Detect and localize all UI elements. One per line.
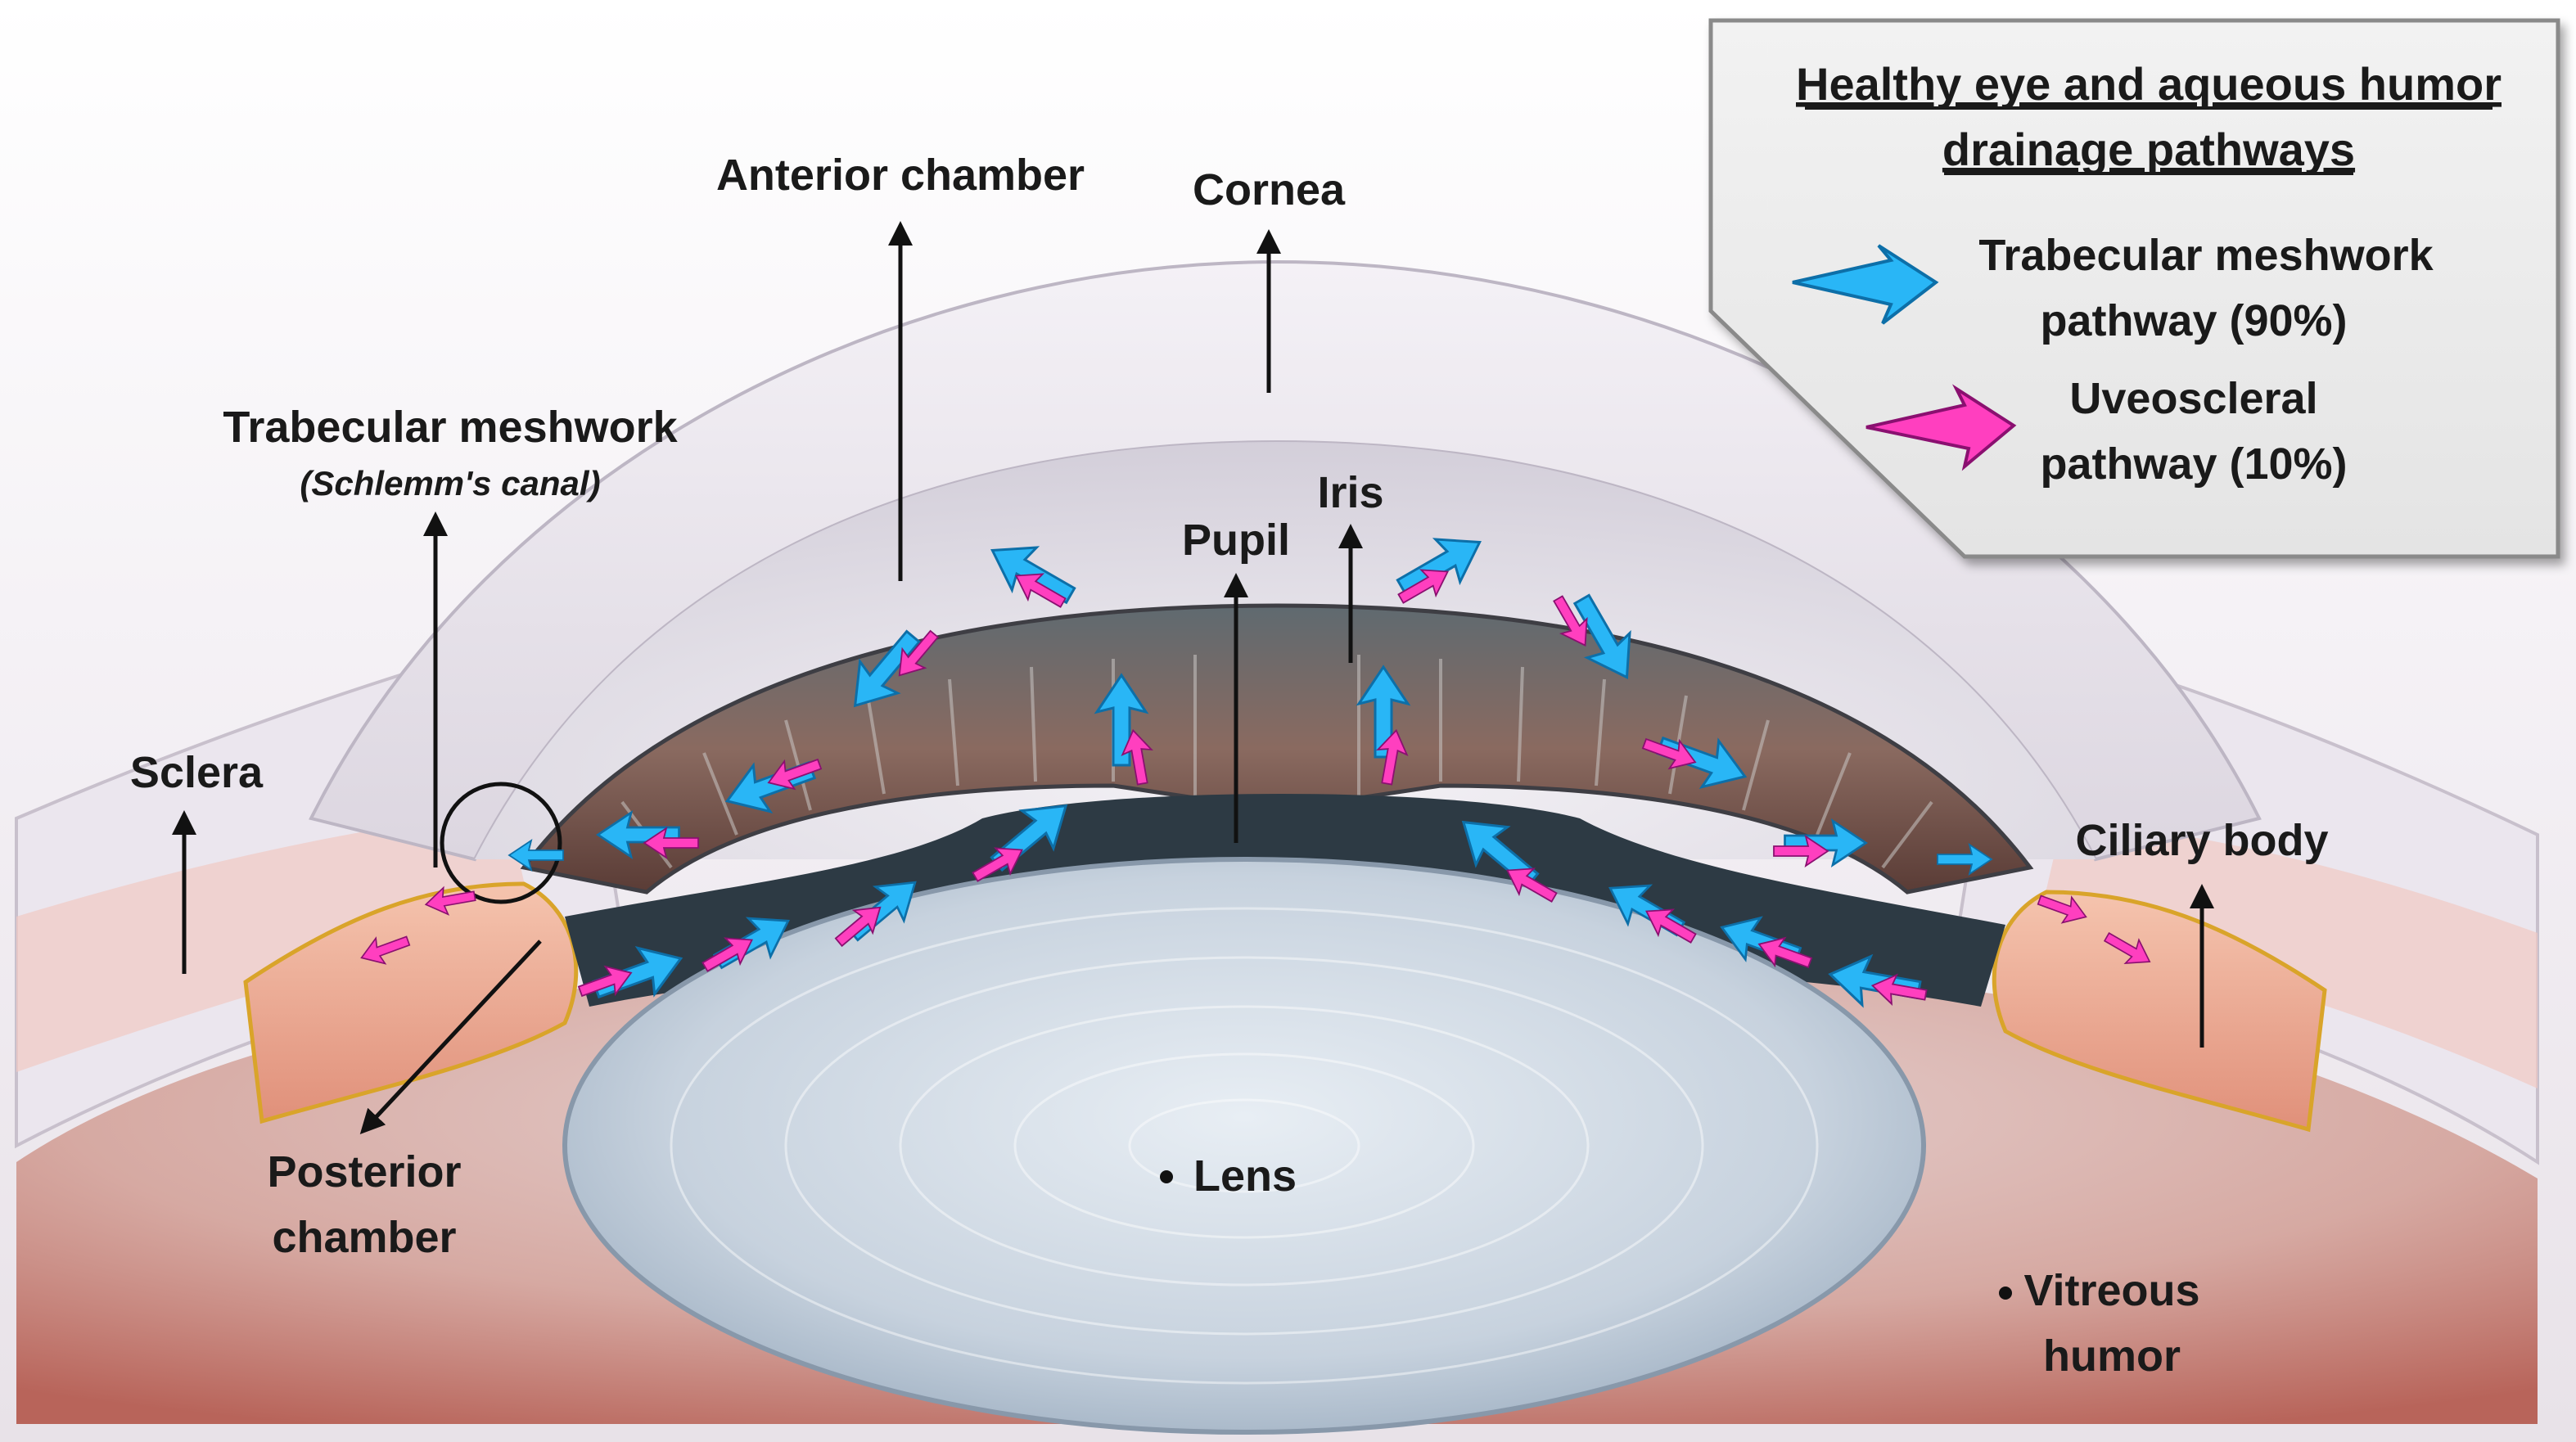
iris-striations — [620, 655, 1933, 869]
label-anterior-chamber: Anterior chamber — [716, 151, 1085, 200]
uveoscleral-flow-arrow — [1870, 973, 1928, 1006]
lens-rings — [670, 907, 1819, 1385]
legend-uveoscleral-line2: pathway (10%) — [2040, 439, 2347, 489]
anatomy-labels: Anterior chamber Cornea Trabecular meshw… — [130, 151, 2329, 1381]
uveoscleral-flow-arrow — [898, 629, 940, 677]
label-ciliary-body: Ciliary body — [2075, 816, 2328, 865]
lens-dot — [1160, 1170, 1173, 1183]
label-schlemms-canal: (Schlemm's canal) — [300, 464, 600, 502]
uveoscleral-flow-arrow — [2037, 894, 2087, 924]
legend-title-line2: drainage pathways — [1942, 124, 2355, 175]
label-vitreous-line1: Vitreous — [2023, 1266, 2199, 1315]
uveoscleral-flow-arrow — [1641, 737, 1697, 770]
pointer-posterior — [359, 940, 542, 1134]
uveoscleral-flow-arrow — [1121, 728, 1153, 786]
sclera-outer-pink-right — [2038, 818, 2538, 1088]
label-posterior-chamber-line1: Posterior — [267, 1147, 461, 1196]
uveoscleral-flow-arrow — [1553, 595, 1588, 647]
label-iris: Iris — [1317, 468, 1383, 517]
legend-content: Healthy eye and aqueous humor drainage p… — [1792, 58, 2502, 489]
uveoscleral-flow-arrow — [1645, 908, 1697, 944]
uveoscleral-flow-arrow — [2103, 931, 2151, 965]
uveoscleral-flow-arrow — [1397, 569, 1449, 604]
trabecular-flow-arrow — [1937, 842, 1993, 876]
legend-uveoscleral-arrow-icon — [1865, 384, 2017, 471]
lens-body — [562, 857, 1926, 1435]
uveoscleral-flow-arrow — [577, 965, 633, 998]
trabecular-flow-arrow — [1572, 593, 1631, 679]
label-vitreous-line2: humor — [2043, 1332, 2181, 1381]
label-lens: Lens — [1193, 1151, 1297, 1201]
trabecular-flow-arrow — [1094, 673, 1149, 767]
legend-trabecular-line1: Trabecular meshwork — [1978, 231, 2434, 280]
uveoscleral-flow-arrow — [424, 885, 476, 916]
legend-trabecular-line2-text: pathway (90%) — [2040, 296, 2347, 345]
uveoscleral-flow-arrow — [360, 935, 411, 965]
ciliary-body-right — [1992, 890, 2327, 1133]
uveoscleral-flow-arrow — [1376, 728, 1409, 786]
flow-arrows — [360, 538, 2151, 1008]
trabecular-meshwork-marker — [440, 782, 562, 904]
label-cornea: Cornea — [1193, 165, 1346, 214]
uveoscleral-flow-arrow — [643, 826, 699, 860]
uveoscleral-flow-arrow — [834, 906, 882, 948]
legend-uveoscleral-line1: Uveoscleral — [2069, 374, 2317, 423]
legend-title-line1: Healthy eye and aqueous humor — [1796, 58, 2502, 110]
uveoscleral-flow-arrow — [767, 758, 823, 791]
label-pupil: Pupil — [1182, 516, 1290, 565]
label-trabecular-meshwork: Trabecular meshwork — [223, 403, 678, 452]
uveoscleral-flow-arrow — [1757, 936, 1813, 969]
uveoscleral-flow-arrow — [1015, 573, 1067, 608]
uveoscleral-flow-arrow — [702, 937, 753, 972]
uveoscleral-flow-arrow — [1773, 834, 1829, 868]
uveoscleral-flow-arrow — [1506, 867, 1558, 903]
trabecular-flow-arrow — [596, 809, 680, 860]
legend-trabecular-arrow-icon — [1792, 244, 1939, 325]
pointer-lines — [172, 221, 2214, 1134]
vitreous-dot — [1999, 1287, 2012, 1300]
label-posterior-chamber-line2: chamber — [272, 1213, 456, 1262]
label-sclera: Sclera — [130, 748, 264, 797]
sclera-outer-pink — [16, 810, 532, 1072]
trabecular-flow-arrow — [508, 838, 564, 872]
uveoscleral-flow-arrow — [972, 847, 1023, 882]
